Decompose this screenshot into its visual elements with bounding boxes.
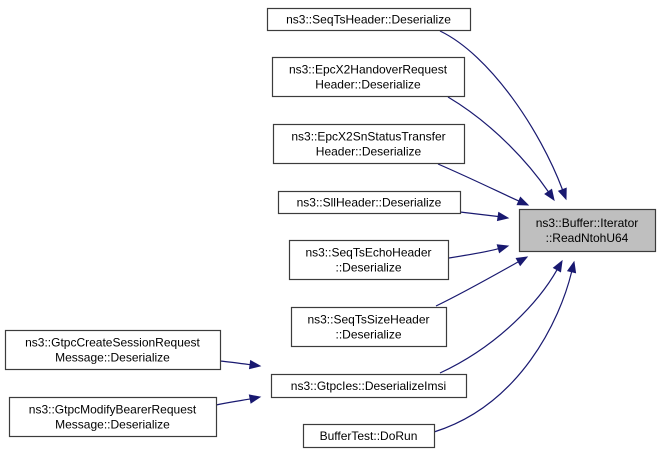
node-label: ns3::SeqTsHeader::Deserialize (286, 13, 451, 27)
node-box[interactable] (302, 423, 436, 449)
edge-gtpc_create-to-gtpc_ies (219, 359, 262, 370)
node-buffer-test[interactable]: BufferTest::DoRun (302, 423, 436, 449)
edge-line (433, 271, 573, 433)
node-label: ns3::SllHeader::Deserialize (297, 196, 442, 210)
node-label: ns3::EpcX2HandoverRequest (289, 63, 448, 77)
node-epcx2-snstatus[interactable]: ns3::EpcX2SnStatusTransferHeader::Deseri… (272, 123, 466, 165)
node-box[interactable] (271, 56, 466, 98)
node-label: ::Deserialize (335, 261, 401, 275)
node-box[interactable] (272, 123, 466, 165)
node-box[interactable] (266, 7, 472, 32)
node-label: ns3::EpcX2SnStatusTransfer (291, 130, 445, 144)
node-seqts-echo[interactable]: ns3::SeqTsEchoHeader::Deserialize (288, 239, 450, 281)
node-gtpc-modify[interactable]: ns3::GtpcModifyBearerRequestMessage::Des… (8, 396, 218, 438)
edge-sll_header-to-read_ntoh_u64 (459, 211, 510, 222)
node-box[interactable] (518, 208, 657, 253)
node-label: ns3::GtpcModifyBearerRequest (29, 403, 197, 417)
arrowhead-icon (496, 244, 510, 254)
edge-line (437, 163, 520, 202)
node-box[interactable] (8, 396, 218, 438)
node-label: ::Deserialize (335, 328, 401, 342)
node-label: Header::Deserialize (315, 78, 421, 92)
edge-line (459, 211, 499, 218)
edge-line (219, 360, 251, 366)
edge-line (439, 269, 558, 374)
node-label: ::ReadNtohU64 (546, 231, 629, 245)
node-gtpc-ies[interactable]: ns3::GtpcIes::DeserializeImsi (270, 373, 468, 399)
node-seqts-size[interactable]: ns3::SeqTsSizeHeader::Deserialize (290, 306, 448, 348)
node-label: BufferTest::DoRun (320, 429, 418, 443)
node-box[interactable] (270, 373, 468, 399)
edge-epcx2_handover-to-read_ntoh_u64 (447, 96, 555, 202)
edge-epcx2_snstatus-to-read_ntoh_u64 (437, 163, 530, 206)
arrowhead-icon (248, 359, 262, 370)
edge-gtpc_modify-to-gtpc_ies (215, 394, 262, 406)
node-box[interactable] (290, 306, 448, 348)
node-gtpc-create[interactable]: ns3::GtpcCreateSessionRequestMessage::De… (4, 329, 222, 371)
edge-buffer_test-to-read_ntoh_u64 (433, 260, 577, 433)
edge-line (435, 261, 519, 307)
edge-line (439, 30, 564, 190)
edge-seqts_echo-to-read_ntoh_u64 (448, 244, 510, 259)
edge-seqts_size-to-read_ntoh_u64 (435, 256, 529, 307)
node-box[interactable] (288, 239, 450, 281)
node-read-ntoh-u64[interactable]: ns3::Buffer::Iterator::ReadNtohU64 (518, 208, 657, 253)
node-label: ns3::GtpcIes::DeserializeImsi (291, 379, 446, 393)
arrowhead-icon (516, 196, 530, 206)
node-epcx2-handover[interactable]: ns3::EpcX2HandoverRequestHeader::Deseria… (271, 56, 466, 98)
edge-line (215, 398, 251, 406)
edge-seqts_header-to-read_ntoh_u64 (439, 30, 567, 201)
node-label: Header::Deserialize (316, 145, 422, 159)
node-label: Message::Deserialize (55, 418, 170, 432)
node-box[interactable] (277, 190, 462, 215)
node-label: ns3::SeqTsEchoHeader (305, 246, 431, 260)
arrowhead-icon (544, 188, 555, 202)
arrowhead-icon (552, 259, 563, 273)
edge-gtpc_ies-to-read_ntoh_u64 (439, 259, 563, 374)
edge-line (447, 96, 549, 193)
node-label: ns3::GtpcCreateSessionRequest (25, 336, 200, 350)
node-label: ns3::SeqTsSizeHeader (307, 313, 429, 327)
arrowhead-icon (566, 260, 577, 274)
edge-line (448, 248, 499, 259)
node-sll-header[interactable]: ns3::SllHeader::Deserialize (277, 190, 462, 215)
arrowhead-icon (515, 256, 529, 267)
node-label: Message::Deserialize (55, 351, 170, 365)
arrowhead-icon (248, 394, 262, 404)
arrowhead-icon (557, 187, 567, 201)
node-seqts-header[interactable]: ns3::SeqTsHeader::Deserialize (266, 7, 472, 32)
node-label: ns3::Buffer::Iterator (536, 216, 639, 230)
arrowhead-icon (496, 211, 510, 222)
node-box[interactable] (4, 329, 222, 371)
